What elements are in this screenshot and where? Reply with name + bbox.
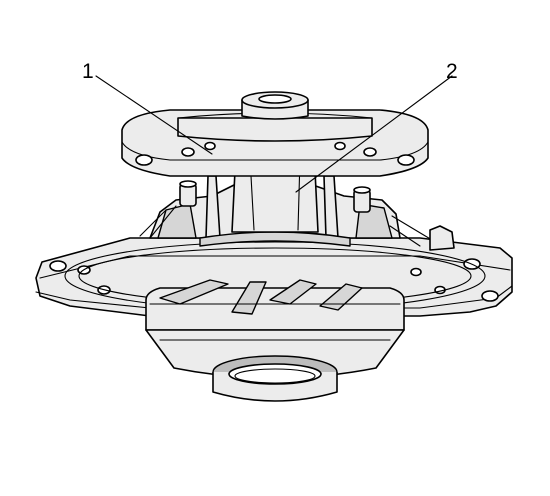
- pulley-bolt-hole: [135, 154, 153, 166]
- pulley-bolt-hole: [181, 147, 195, 157]
- pulley-bolt-hole: [334, 141, 346, 151]
- pulley-bolt-hole: [363, 147, 377, 157]
- callout-label-2: 2: [446, 60, 458, 83]
- callout-label-1: 1: [82, 60, 94, 83]
- callout-leader-2: [295, 75, 453, 193]
- impeller: [145, 279, 405, 402]
- flange-bolt-hole: [49, 260, 67, 272]
- impeller-bore: [228, 363, 322, 385]
- pulley-flange: [121, 91, 429, 177]
- pulley-bolt-hole: [204, 141, 216, 151]
- callout-leader-1: [95, 75, 213, 155]
- flange-bolt-hole: [481, 290, 499, 302]
- pulley-bolt-hole: [397, 154, 415, 166]
- flange-bolt-hole: [410, 267, 422, 277]
